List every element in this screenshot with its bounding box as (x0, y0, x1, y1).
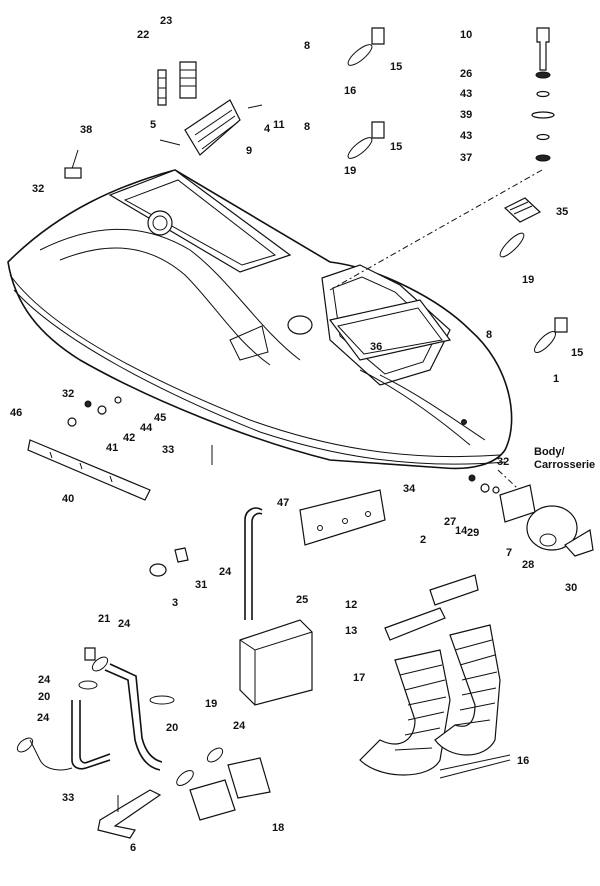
callout-13: 13 (345, 625, 358, 637)
callout-15: 15 (390, 141, 403, 153)
callout-30: 30 (565, 582, 578, 594)
callout-25: 25 (296, 594, 309, 606)
callout-10: 10 (460, 29, 473, 41)
callout-24: 24 (118, 618, 131, 630)
callout-14: 14 (455, 525, 468, 537)
callout-8: 8 (486, 329, 493, 341)
callout-4: 4 (264, 123, 271, 135)
callout-28: 28 (522, 559, 535, 571)
callout-45: 45 (154, 412, 167, 424)
callout-16: 16 (344, 85, 357, 97)
callout-16: 16 (517, 755, 530, 767)
callout-21: 21 (98, 613, 111, 625)
callout-43: 43 (460, 130, 473, 142)
callout-20: 20 (38, 691, 51, 703)
clamp-right (533, 317, 568, 354)
part-28 (526, 505, 578, 551)
callout-18: 18 (272, 822, 285, 834)
callout-1: 1 (553, 373, 560, 385)
section-caption: Body/ Carrosserie (534, 446, 595, 471)
callout-19: 19 (344, 165, 357, 177)
callout-38: 38 (80, 124, 93, 136)
callout-3: 3 (172, 597, 179, 609)
callout-19: 19 (205, 698, 218, 710)
callout-2: 2 (420, 534, 427, 546)
callout-8: 8 (304, 121, 311, 133)
callout-33: 33 (162, 444, 175, 456)
callout-26: 26 (460, 68, 473, 80)
part-29 (499, 484, 536, 523)
hull (7, 169, 513, 470)
callout-20: 20 (166, 722, 179, 734)
callout-22: 22 (137, 29, 150, 41)
callout-47: 47 (277, 497, 290, 509)
callout-11: 11 (273, 119, 285, 131)
clamp-top (347, 27, 385, 66)
callout-17: 17 (353, 672, 366, 684)
callout-15: 15 (571, 347, 584, 359)
part-22 (157, 69, 167, 106)
clamp-mid (347, 121, 385, 159)
callout-39: 39 (460, 109, 473, 121)
part-40 (27, 439, 151, 501)
callout-24: 24 (38, 674, 51, 686)
callout-44: 44 (140, 422, 153, 434)
exhaust-hoses (359, 624, 501, 776)
callout-24: 24 (233, 720, 246, 732)
callout-32: 32 (497, 456, 510, 468)
bolt-stack (531, 27, 555, 162)
callout-32: 32 (62, 388, 75, 400)
callout-9: 9 (246, 145, 253, 157)
part-23 (179, 61, 197, 99)
callout-23: 23 (160, 15, 173, 27)
callout-8: 8 (304, 40, 311, 52)
callout-33: 33 (62, 792, 75, 804)
callout-19: 19 (522, 274, 535, 286)
part-35 (503, 197, 542, 223)
callout-5: 5 (150, 119, 157, 131)
callout-27: 27 (444, 516, 457, 528)
part-47 (299, 489, 386, 546)
callout-34: 34 (403, 483, 416, 495)
battery (239, 619, 313, 706)
callout-31: 31 (195, 579, 208, 591)
callout-6: 6 (130, 842, 137, 854)
caption-line-1: Body/ (534, 446, 565, 458)
callout-15: 15 (390, 61, 403, 73)
callout-32: 32 (32, 183, 45, 195)
callout-41: 41 (106, 442, 119, 454)
callout-24: 24 (37, 712, 50, 724)
callout-40: 40 (62, 493, 75, 505)
caption-line-2: Carrosserie (534, 458, 596, 471)
callout-7: 7 (506, 547, 513, 559)
callout-35: 35 (556, 206, 569, 218)
callout-46: 46 (10, 407, 23, 419)
callout-24: 24 (219, 566, 232, 578)
callout-42: 42 (123, 432, 136, 444)
callout-37: 37 (460, 152, 473, 164)
part-9 (184, 99, 241, 156)
callout-12: 12 (345, 599, 358, 611)
callout-36: 36 (370, 341, 383, 353)
callout-29: 29 (467, 527, 480, 539)
callout-43: 43 (460, 88, 473, 100)
